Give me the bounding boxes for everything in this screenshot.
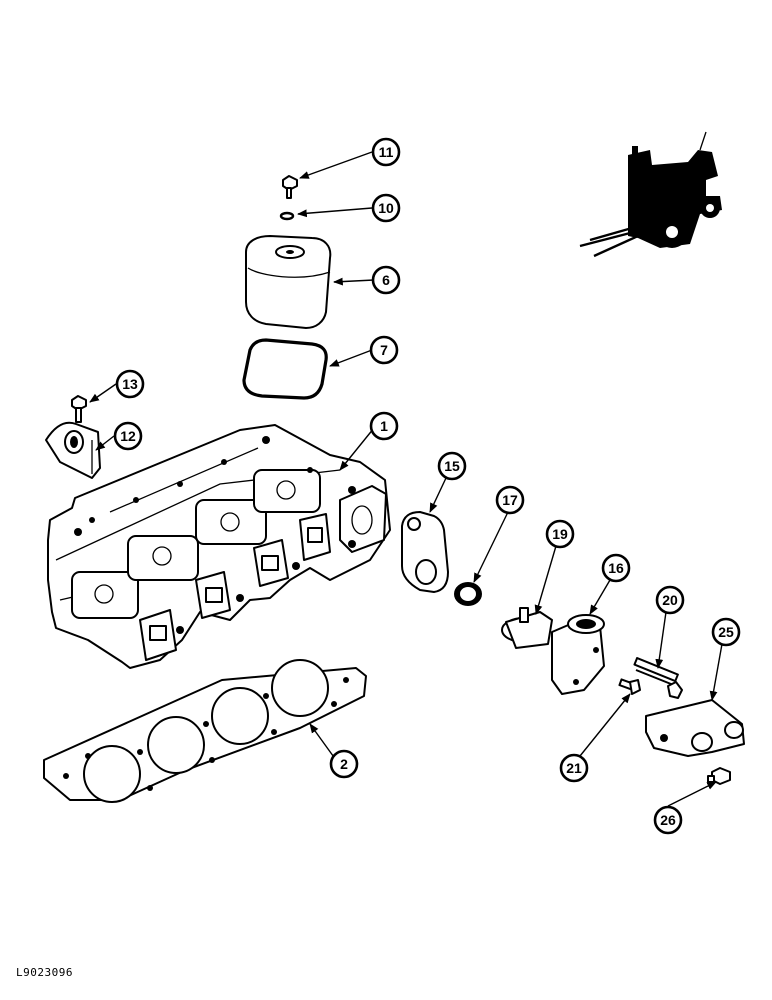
callout-15: 15 [437,451,467,481]
svg-text:13: 13 [122,376,138,392]
thermostat-seal [454,582,482,606]
callout-13: 13 [115,369,145,399]
rocker-cover-bolt [282,175,298,199]
svg-text:1: 1 [380,418,388,434]
forklift-icon [579,131,722,258]
callout-25: 25 [711,617,741,647]
callout-20: 20 [655,585,685,615]
svg-text:6: 6 [382,272,390,288]
exhaust-port-3 [253,539,289,587]
reference-code: L9023096 [16,966,73,979]
svg-text:7: 7 [380,342,388,358]
callout-21: 21 [559,753,589,783]
callout-11: 11 [371,137,401,167]
callout-17: 17 [495,485,525,515]
svg-text:15: 15 [444,458,460,474]
exhaust-port-1 [139,609,177,661]
rocker-pedestal-3 [195,499,267,545]
svg-text:25: 25 [718,624,734,640]
svg-text:10: 10 [378,200,394,216]
cylinder-head [47,424,391,669]
housing-bolt-short [618,678,641,695]
head-gasket [43,659,367,803]
housing-bolt-long [633,657,683,699]
svg-text:2: 2 [340,756,348,772]
callout-12: 12 [113,421,143,451]
callout-7: 7 [369,335,399,365]
callout-16: 16 [601,553,631,583]
callout-19: 19 [545,519,575,549]
svg-text:19: 19 [552,526,568,542]
callout-26: 26 [653,805,683,835]
exhaust-port-2 [195,571,231,619]
leader-lines [89,151,723,807]
rocker-pedestal-4 [253,469,321,513]
rocker-cover [245,235,332,329]
thermostat [501,607,553,649]
svg-text:16: 16 [608,560,624,576]
mounting-bracket [645,699,745,757]
svg-text:26: 26 [660,812,676,828]
thermostat-housing [551,614,605,695]
callout-1: 1 [369,411,399,441]
sealing-washer [279,211,295,221]
svg-text:21: 21 [566,760,582,776]
callout-10: 10 [371,193,401,223]
rocker-cover-gasket [242,338,328,400]
rocker-pedestal-2 [127,535,199,581]
svg-text:20: 20 [662,592,678,608]
exhaust-port-4 [299,513,331,561]
lifting-bracket-bolt [71,395,87,423]
bracket-bolt [707,767,731,785]
rocker-pedestal-1 [71,571,139,619]
lifting-bracket [45,421,101,479]
svg-text:17: 17 [502,492,518,508]
callout-6: 6 [371,265,401,295]
svg-text:11: 11 [379,144,394,160]
thermostat-housing-face [339,485,387,553]
svg-text:12: 12 [120,428,136,444]
callout-2: 2 [329,749,359,779]
thermostat-gasket [401,511,449,593]
